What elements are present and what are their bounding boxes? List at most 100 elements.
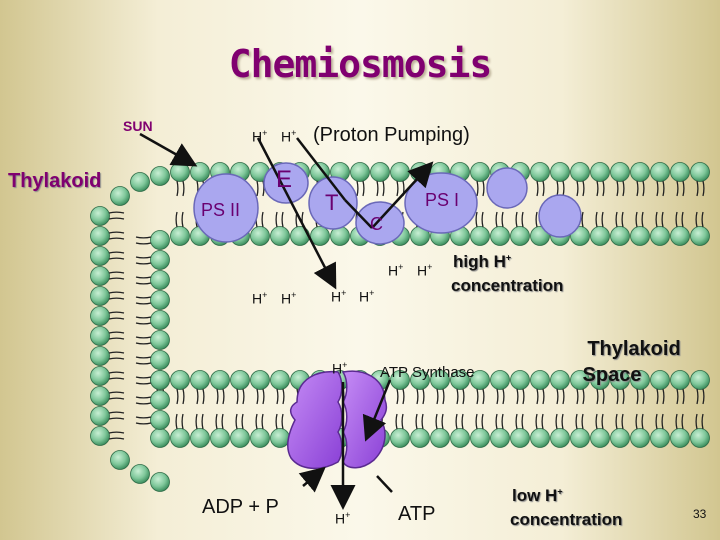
- phospholipid-head: [690, 226, 710, 246]
- phospholipid-tail: [108, 337, 125, 340]
- phospholipid-tail: [176, 180, 179, 197]
- phospholipid-tail: [602, 388, 605, 405]
- phospholipid-head: [570, 370, 590, 390]
- phospholipid-tail: [108, 437, 125, 440]
- phospholipid-tail: [382, 180, 385, 197]
- phospholipid-head: [170, 226, 190, 246]
- phospholipid-tail: [655, 413, 658, 430]
- c-label: C: [370, 214, 383, 234]
- phospholipid-tail: [635, 211, 638, 228]
- phospholipid-head: [150, 370, 170, 390]
- phospholipid-tail: [135, 296, 152, 299]
- phospholipid-tail: [202, 388, 205, 405]
- phospholipid-tail: [421, 413, 424, 430]
- phospholipid-tail: [641, 211, 644, 228]
- phospholipid-tail: [561, 413, 564, 430]
- phospholipid-head: [90, 206, 110, 226]
- phospholipid-tail: [636, 388, 639, 405]
- phospholipid-head: [490, 226, 510, 246]
- phospholipid-tail: [476, 180, 479, 197]
- phospholipid-tail: [108, 331, 125, 334]
- phospholipid-head: [650, 162, 670, 182]
- phospholipid-tail: [216, 388, 219, 405]
- phospholipid-head: [150, 410, 170, 430]
- phospholipid-tail: [562, 180, 565, 197]
- phospholipid-tail: [135, 376, 152, 379]
- page-number: 33: [693, 507, 707, 521]
- phospholipid-head: [630, 370, 650, 390]
- phospholipid-head: [670, 226, 690, 246]
- phospholipid-tail: [656, 388, 659, 405]
- phospholipid-head: [490, 370, 510, 390]
- phospholipid-tail: [502, 388, 505, 405]
- phospholipid-tail: [135, 262, 152, 265]
- phospholipid-tail: [575, 413, 578, 430]
- phospholipid-tail: [362, 180, 365, 197]
- phospholipid-tail: [236, 388, 239, 405]
- phospholipid-tail: [541, 413, 544, 430]
- phospholipid-head: [410, 370, 430, 390]
- phospholipid-tail: [396, 388, 399, 405]
- phospholipid-tail: [481, 413, 484, 430]
- phospholipid-head: [150, 230, 170, 250]
- phospholipid-tail: [108, 237, 125, 240]
- phospholipid-tail: [521, 211, 524, 228]
- phospholipid-tail: [261, 211, 264, 228]
- phospholipid-tail: [275, 413, 278, 430]
- phospholipid-tail: [135, 322, 152, 325]
- phospholipid-tail: [515, 413, 518, 430]
- phospholipid-head: [690, 162, 710, 182]
- phospholipid-tail: [702, 388, 705, 405]
- phospholipid-head: [610, 428, 630, 448]
- e-label: E: [276, 166, 293, 193]
- phospholipid-head: [230, 428, 250, 448]
- phospholipid-tail: [108, 257, 125, 260]
- low-h-label: low H+: [512, 486, 563, 505]
- phospholipid-tail: [415, 413, 418, 430]
- phospholipid-tail: [642, 180, 645, 197]
- phospholipid-head: [470, 370, 490, 390]
- t-label: T: [325, 190, 339, 215]
- phospholipid-tail: [596, 180, 599, 197]
- phospholipid-tail: [516, 388, 519, 405]
- phospholipid-tail: [135, 282, 152, 285]
- phospholipid-tail: [176, 388, 179, 405]
- ps2-label: PS II: [201, 200, 241, 220]
- phospholipid-head: [570, 162, 590, 182]
- phospholipid-tail: [702, 180, 705, 197]
- proton-label: H+: [252, 128, 268, 145]
- phospholipid-head: [430, 370, 450, 390]
- phospholipid-tail: [182, 180, 185, 197]
- phospholipid-head: [270, 428, 290, 448]
- phospholipid-head: [610, 226, 630, 246]
- phospholipid-tail: [135, 316, 152, 319]
- phospholipid-tail: [662, 180, 665, 197]
- phospholipid-head: [650, 226, 670, 246]
- phospholipid-head: [90, 246, 110, 266]
- phospholipid-tail: [601, 413, 604, 430]
- phospholipid-tail: [135, 362, 152, 365]
- phospholipid-tail: [521, 413, 524, 430]
- phospholipid-head: [690, 428, 710, 448]
- phospholipid-tail: [701, 211, 704, 228]
- phospholipid-head: [150, 428, 170, 448]
- proton-pumping-label: (Proton Pumping): [313, 124, 470, 146]
- phospholipid-tail: [641, 413, 644, 430]
- phospholipid-tail: [281, 413, 284, 430]
- phospholipid-tail: [261, 413, 264, 430]
- phospholipid-tail: [215, 413, 218, 430]
- thylakoid-space-label-2: Space: [582, 364, 642, 386]
- phospholipid-tail: [696, 180, 699, 197]
- phospholipid-head: [270, 226, 290, 246]
- phospholipid-tail: [475, 413, 478, 430]
- phospholipid-tail: [621, 211, 624, 228]
- phospholipid-tail: [221, 413, 224, 430]
- phospholipid-tail: [135, 302, 152, 305]
- phospholipid-head: [410, 428, 430, 448]
- proton-label: H+: [252, 290, 268, 307]
- atp-label: ATP: [398, 503, 436, 525]
- phospholipid-head: [390, 428, 410, 448]
- phospholipid-tail: [108, 231, 125, 234]
- phospholipid-tail: [696, 388, 699, 405]
- phospholipid-head: [610, 162, 630, 182]
